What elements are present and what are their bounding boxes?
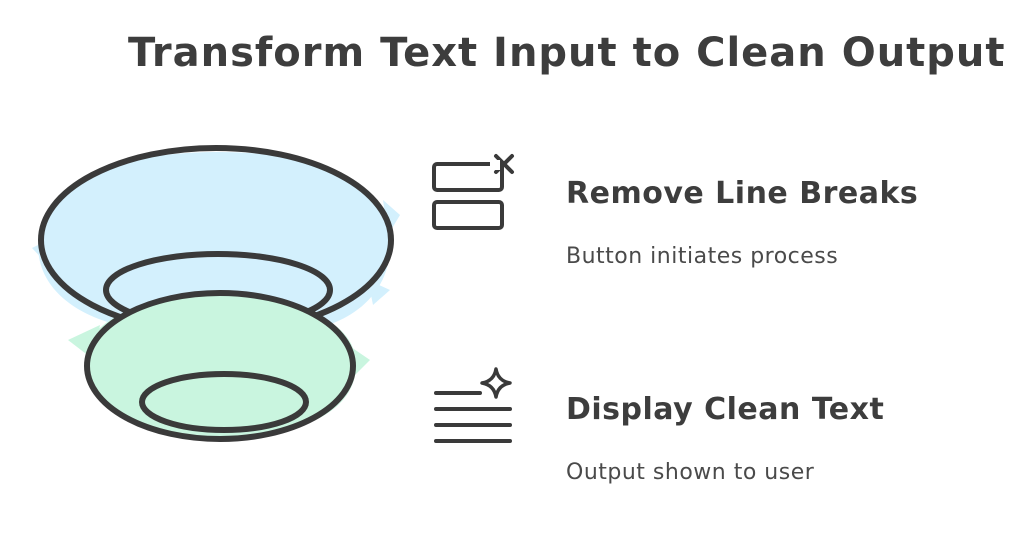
page-title: Transform Text Input to Clean Output: [128, 30, 1006, 76]
remove-lines-icon: [432, 154, 514, 230]
step-1-description: Button initiates process: [566, 244, 839, 269]
step-2-description: Output shown to user: [566, 460, 815, 485]
sparkle-text-icon: [434, 367, 512, 443]
step-1-title: Remove Line Breaks: [566, 176, 919, 211]
step-2-title: Display Clean Text: [566, 392, 885, 427]
funnel-bottom-inner: [139, 371, 309, 433]
funnel-diagram: [32, 145, 400, 442]
